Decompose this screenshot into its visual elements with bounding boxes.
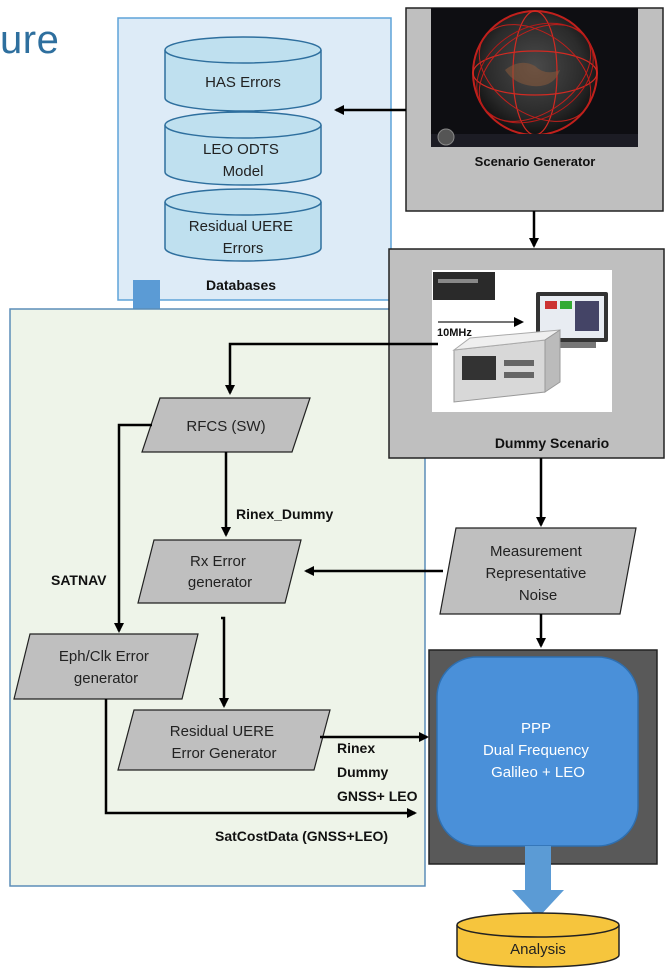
rinex-dummy-label: Rinex_Dummy — [236, 506, 333, 522]
rfcs-label: RFCS (SW) — [186, 418, 265, 435]
measurement-noise-label-3: Noise — [519, 587, 557, 604]
arrow-rfcs-to-ephclk — [114, 423, 152, 633]
database-residual-uere: Residual UERE Errors — [164, 188, 322, 262]
arrow-dummy-to-rfcs — [225, 342, 438, 395]
residual-uere-label-2: Error Generator — [171, 745, 276, 762]
analysis-label: Analysis — [510, 941, 566, 958]
eph-clk-label-2: generator — [74, 670, 138, 687]
dummy-scenario-label: Dummy Scenario — [495, 435, 609, 451]
databases-label: Databases — [206, 277, 276, 293]
ppp-down-arrow — [512, 846, 564, 918]
rx-error-label-2: generator — [188, 574, 252, 591]
signal-label-10mhz: 10MHz — [437, 327, 472, 339]
rinex-gnss-label-1: Rinex — [337, 740, 375, 756]
residual-uere-label: Residual UERE Error Generator — [170, 723, 278, 762]
scenario-generator-label: Scenario Generator — [475, 154, 596, 169]
ppp-label: PPP Dual Frequency Galileo + LEO — [483, 720, 593, 781]
measurement-noise-label-2: Representative — [485, 565, 586, 582]
residual-uere-label-1: Residual UERE — [170, 723, 274, 740]
hardware-image — [432, 270, 612, 412]
ppp-label-1: PPP — [521, 720, 551, 737]
database-residual-uere-label-1: Residual UERE — [189, 218, 293, 235]
rinex-gnss-label: Rinex Dummy GNSS+ LEO — [337, 740, 418, 804]
satnav-label: SATNAV — [51, 572, 107, 588]
database-leo-odts-label-2: Model — [223, 163, 264, 180]
measurement-noise-label-1: Measurement — [490, 543, 583, 560]
rx-error-node — [137, 539, 302, 604]
svg-text:LEO ODTS Model: LEO ODTS Model — [203, 141, 283, 180]
rinex-gnss-label-3: GNSS+ LEO — [337, 788, 418, 804]
arrow-ephclk-to-ppp — [104, 699, 417, 818]
svg-text:HAS Errors: HAS Errors — [205, 74, 281, 91]
satcost-label: SatCostData (GNSS+LEO) — [215, 828, 388, 844]
globe-image — [431, 8, 638, 147]
ppp-label-3: Galileo + LEO — [491, 764, 585, 781]
measurement-noise-label: Measurement Representative Noise — [485, 543, 590, 604]
eph-clk-label-1: Eph/Clk Error — [59, 648, 149, 665]
database-has-errors: HAS Errors — [164, 36, 322, 112]
residual-uere-node — [117, 709, 331, 771]
database-has-errors-label: HAS Errors — [205, 74, 281, 91]
page-title-fragment: ure — [0, 18, 60, 62]
rx-error-label-1: Rx Error — [190, 553, 246, 570]
measurement-noise-node — [439, 527, 637, 615]
rfcs-node — [141, 397, 311, 453]
eph-clk-node — [13, 633, 199, 700]
svg-text:Residual UERE Errors: Residual UERE Errors — [189, 218, 297, 257]
rx-error-label: Rx Error generator — [188, 553, 252, 591]
database-residual-uere-label-2: Errors — [223, 240, 264, 257]
rinex-gnss-label-2: Dummy — [337, 764, 389, 780]
analysis-database: Analysis — [456, 912, 620, 968]
database-leo-odts: LEO ODTS Model — [164, 111, 322, 186]
arrow-rx-to-residual — [219, 616, 229, 708]
eph-clk-label: Eph/Clk Error generator — [59, 648, 153, 687]
database-leo-odts-label-1: LEO ODTS — [203, 141, 279, 158]
ppp-label-2: Dual Frequency — [483, 742, 589, 759]
